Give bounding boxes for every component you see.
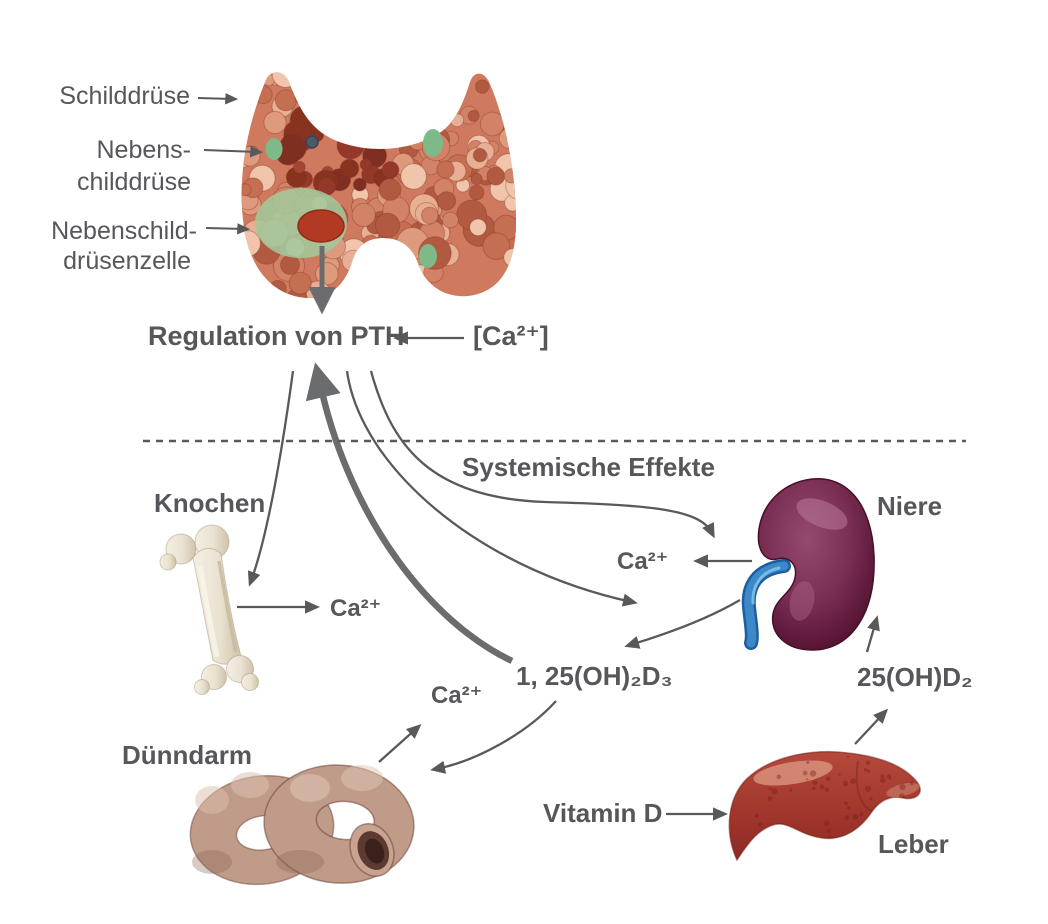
leber-label: Leber: [878, 829, 949, 859]
parathyroid-gland-2: [423, 129, 443, 157]
calcidiol-label: 25(OH)D₂: [857, 662, 973, 692]
calcitriol-label: 1, 25(OH)₂D₃: [516, 661, 673, 691]
ca-bone-label: Ca²⁺: [330, 595, 381, 622]
pth-to-kidney-conversion-arrow: [345, 370, 638, 607]
thyroid-illustration: [241, 72, 517, 299]
calcitriol-to-intestine-arrow: [430, 700, 557, 774]
systemische-effekte-label: Systemische Effekte: [462, 452, 715, 482]
schilddruese-label: Schilddrüse: [59, 82, 190, 110]
parathyroid-gland-3: [419, 244, 437, 268]
cell-dot: [305, 135, 319, 149]
pth-systemic-to-kidney-arrow: [369, 370, 715, 539]
calcidiol-to-kidney-arrow: [865, 615, 880, 653]
kidney-to-calcitriol-arrow: [624, 599, 741, 649]
liver-illustration: [728, 750, 921, 862]
nebenschilddruese-pointer-arrow: [203, 145, 264, 158]
bone-illustration: [159, 524, 259, 695]
parathyroid-gland-1: [265, 138, 283, 160]
zelle-pointer-arrow: [205, 223, 251, 235]
ca-bracket-label: [Ca²⁺]: [473, 321, 549, 351]
zelle-label-line2: drüsenzelle: [63, 247, 191, 275]
duenndarm-label: Dünndarm: [122, 740, 252, 770]
calcitriol-feedback-to-pth-arrow: [305, 362, 514, 664]
cell-nucleus: [297, 209, 345, 243]
pth-to-bone-arrow: [247, 370, 295, 587]
intestine-to-ca-arrow: [378, 724, 422, 763]
vitamin-d-label: Vitamin D: [543, 798, 662, 828]
regulation-pth-label: Regulation von PTH: [148, 321, 405, 351]
schilddruese-pointer-arrow: [197, 93, 239, 105]
knochen-label: Knochen: [154, 488, 265, 518]
zelle-label-line1: Nebenschild-: [51, 217, 197, 245]
niere-label: Niere: [877, 491, 942, 521]
intestine-illustration: [189, 764, 415, 886]
intestine-cut-end: [349, 823, 395, 877]
nebenschilddruese-label-line2: childdrüse: [77, 168, 191, 196]
liver-to-calcidiol-arrow: [854, 708, 889, 745]
ca-intestine-label: Ca²⁺: [431, 682, 482, 709]
kidney-illustration: [741, 478, 875, 651]
ca-kidney-label: Ca²⁺: [617, 548, 668, 575]
nebenschilddruese-label-line1: Nebens-: [97, 136, 192, 164]
